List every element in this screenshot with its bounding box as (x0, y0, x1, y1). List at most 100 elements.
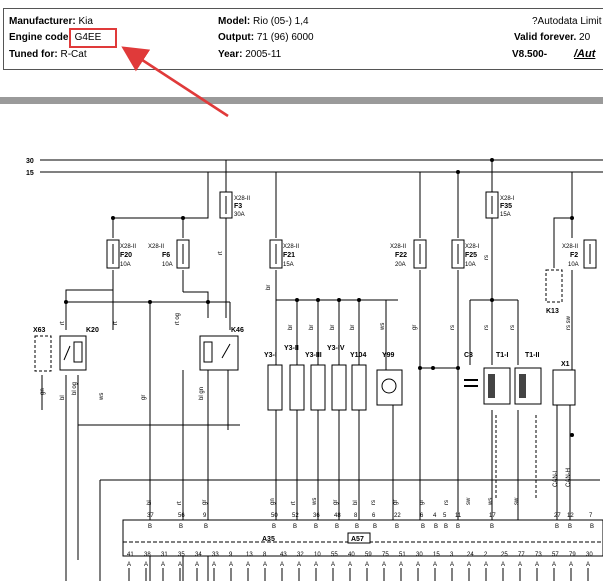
wire-label-rt-3: rt (218, 251, 224, 255)
ecu-top-pin-letter: B (490, 524, 494, 530)
ecu-bottom-pin-letter: A (314, 562, 318, 568)
ecu-top-pin: 37 (147, 513, 154, 519)
ecu-top-pin: 36 (313, 513, 320, 519)
model-label: Model: (218, 16, 251, 27)
ecu-pins-top: 37B56B9B50B52B36B48B8B6B22B6B4B5B11B17B2… (147, 513, 594, 530)
fuse-F20-id: F20 (120, 252, 132, 259)
Y3-I-label: Y3-I (264, 352, 277, 359)
wires (41, 160, 600, 581)
wire-label-bl-1: bl (60, 395, 66, 400)
wire-label-br-4: br (330, 325, 336, 330)
ecu-top-pin: 50 (271, 513, 278, 519)
ecu-bottom-pin: 55 (331, 552, 338, 558)
ecu-top-pin: 56 (178, 513, 185, 519)
ecu-top-pin: 48 (334, 513, 341, 519)
wire-label-rs-5: rs (371, 500, 377, 505)
ecu-bottom-pin: 10 (314, 552, 321, 558)
ecu-top-pin: 22 (394, 513, 401, 519)
tuned-for-field: Tuned for: R-Cat (9, 49, 87, 61)
ecu-top-pin: 6 (420, 513, 424, 519)
rail-30-label: 30 (26, 158, 34, 165)
wire-label-bl-gn: bl gn (199, 387, 205, 400)
wire-label-ws-2: ws (99, 393, 105, 401)
wire-label-rt-5: rt (291, 501, 297, 505)
wire-label-ws-3: ws (312, 498, 318, 506)
ecu-top-pin-letter: B (456, 524, 460, 530)
ecu-bottom-pin: 41 (127, 552, 134, 558)
ecu-bottom-pin: 30 (586, 552, 593, 558)
connector-X63: X63 (33, 327, 52, 372)
K20-label: K20 (86, 327, 99, 334)
relay-K20: K20 (59, 327, 99, 371)
ecu-bottom-pin-letter: A (195, 562, 199, 568)
ecu-top-pin-letter: B (148, 524, 152, 530)
ecu-bottom-pin-letter: A (382, 562, 386, 568)
fuse-F21-rating: 15A (283, 262, 294, 268)
engine-code-label: Engine code: (9, 32, 72, 43)
relay-K13: K13 (545, 269, 563, 315)
ecu-bottom-pin: 31 (161, 552, 168, 558)
ecu-bottom-pin-letter: A (161, 562, 165, 568)
fuse-F6-connector: X28-II (148, 244, 164, 250)
wire-label-sw-1: sw (466, 497, 472, 505)
ecu-top-pin-letter: B (555, 524, 559, 530)
ecu-top-pin-letter: B (395, 524, 399, 530)
ecu-top-pin-letter: B (204, 524, 208, 530)
wire-label-rt-og: rt og (175, 313, 181, 325)
ecu-bottom-pin-letter: A (144, 562, 148, 568)
ecu-bottom-pin-letter: A (212, 562, 216, 568)
fuse-F6-rating: 10A (162, 262, 173, 268)
copyright-text: ?Autodata Limit (532, 16, 602, 27)
ecu-module: A35 A57 (122, 519, 603, 557)
wire-label-br-2: br (288, 325, 294, 330)
ecu-top-pin: 11 (455, 513, 462, 519)
ecu-bottom-pin-letter: A (552, 562, 556, 568)
K13-label: K13 (546, 308, 559, 315)
ecu-top-pin-letter: B (293, 524, 297, 530)
shield-lines (495, 415, 537, 500)
injector-Y3-I: Y3-I (264, 352, 283, 411)
ecu-top-pin-letter: B (434, 524, 438, 530)
ecu-top-pin: 6 (372, 513, 376, 519)
tuned-for-value: R-Cat (60, 49, 87, 60)
ecu-top-pin-letter: B (373, 524, 377, 530)
version-text: V8.500- (512, 49, 548, 60)
ecu-bottom-pin-letter: A (178, 562, 182, 568)
wire-label-rt-1: rt (60, 321, 66, 325)
ecu-top-pin: 12 (567, 513, 574, 519)
fuse-F25-id: F25 (465, 252, 477, 259)
fuse-F2: X28-II F2 10A (562, 239, 597, 269)
year-value: 2005-11 (245, 49, 282, 60)
fuse-F22: X28-II F22 20A (390, 239, 427, 269)
header-box: Manufacturer: Kia Engine code: G4EE Tune… (3, 8, 603, 70)
Y3-III-label: Y3-III (305, 352, 322, 359)
fuse-F20-connector: X28-II (120, 244, 136, 250)
ecu-top-pin-letter: B (355, 524, 359, 530)
fuse-F2-rating: 10A (568, 262, 579, 268)
ecu-bottom-pin: 30 (416, 552, 423, 558)
ecu-bottom-pin-letter: A (416, 562, 420, 568)
fuse-F25-connector: X28-I (465, 244, 480, 250)
ecu-top-pin-letter: B (568, 524, 572, 530)
T1-I-label: T1-I (496, 352, 509, 359)
ecu-bottom-pin-letter: A (518, 562, 522, 568)
separator-bar (0, 97, 603, 104)
ecu-bottom-pin: 51 (399, 552, 406, 558)
wire-label-rs-6: rs (444, 500, 450, 505)
wire-label-gr-6: gr (419, 500, 425, 505)
fuse-F2-connector: X28-II (562, 244, 578, 250)
fuse-F21-connector: X28-II (283, 244, 299, 250)
manufacturer-field: Manufacturer: Kia (9, 16, 93, 28)
ecu-bottom-pin-letter: A (586, 562, 590, 568)
ecu-top-pin-letter: B (314, 524, 318, 530)
ecu-bottom-pin: 2 (484, 552, 488, 558)
model-value: Rio (05-) 1,4 (253, 16, 309, 27)
can-l-label: CAN-L (553, 468, 559, 487)
fuse-F6-id: F6 (162, 252, 170, 259)
ecu-bottom-pin-letter: A (365, 562, 369, 568)
fuse-F3-rating: 30A (234, 212, 245, 218)
fuse-F35-rating: 15A (500, 212, 511, 218)
ecu-bottom-pin: 15 (433, 552, 440, 558)
A57-label: A57 (351, 536, 364, 543)
